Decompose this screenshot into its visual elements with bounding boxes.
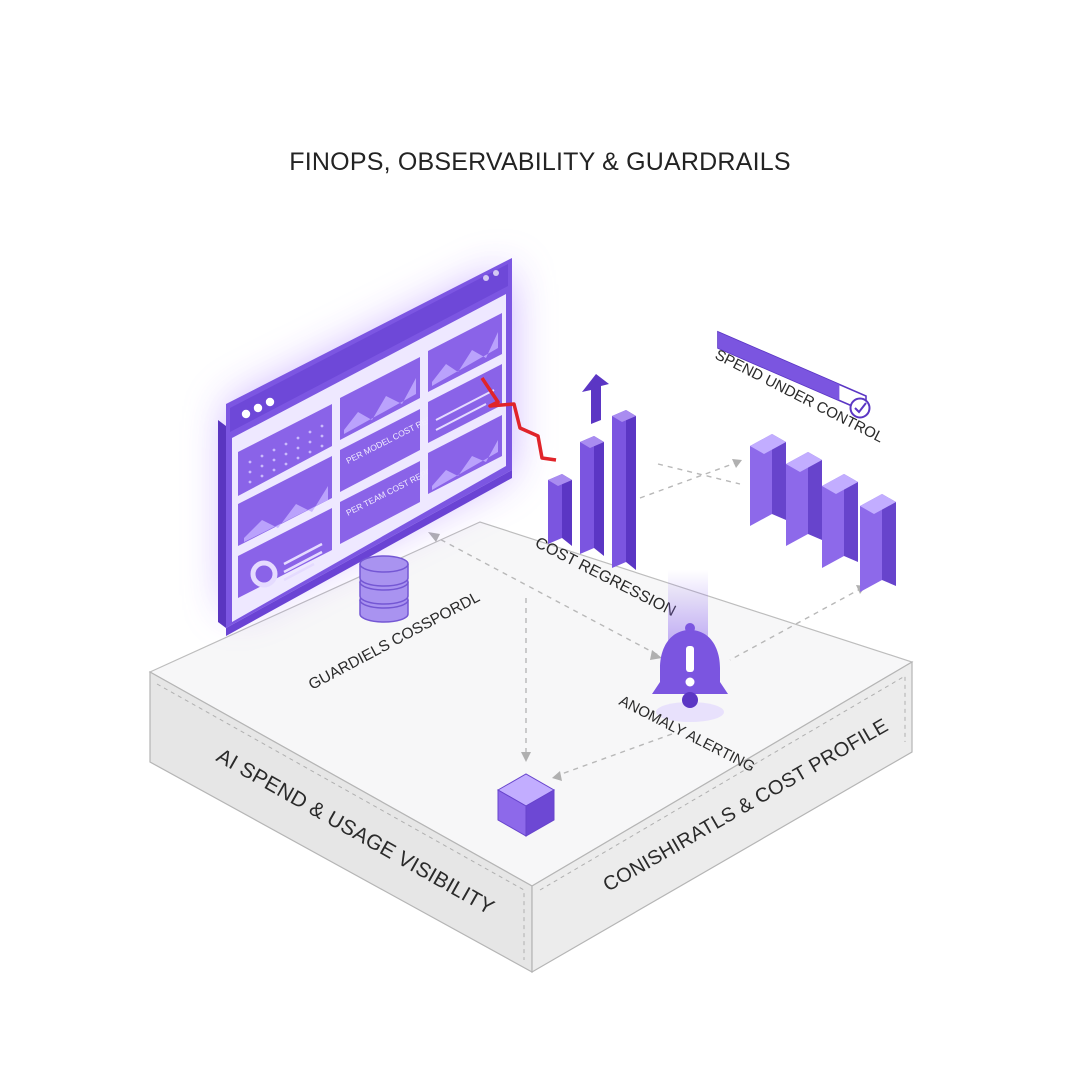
- regression-bar-2: [580, 436, 594, 554]
- anomaly-trace: [480, 377, 557, 462]
- page-title: FINOPS, OBSERVABILITY & GUARDRAILS: [289, 148, 791, 176]
- connectors: [431, 461, 863, 777]
- tile-per-team: [340, 461, 420, 544]
- platform-right-face: [531, 660, 913, 974]
- regression-bar-3: [612, 410, 626, 568]
- window-dot-1: [241, 409, 251, 419]
- alert-bell-icon: [652, 623, 728, 722]
- donut-chart: [250, 560, 278, 588]
- database-icon: [359, 555, 409, 623]
- tile-per-model: [340, 409, 420, 492]
- cost-regression-chart: [548, 374, 636, 570]
- spend-bar-4: [860, 494, 882, 592]
- window-dot-3: [265, 397, 275, 407]
- spend-progress-fill: [718, 332, 840, 401]
- tile-legend: [238, 508, 332, 598]
- spend-bar-2: [786, 452, 808, 546]
- window-dot-2: [253, 403, 263, 413]
- tile-reporting-small: [428, 364, 502, 443]
- spend-bars-group: [750, 434, 896, 592]
- dashboard-screen: PER MODEL COST REPORTING PER TEAM COST R…: [218, 258, 557, 636]
- spend-bar-1: [750, 434, 772, 526]
- spend-progress: [717, 330, 871, 419]
- alert-beam: [668, 570, 708, 648]
- regression-bar-1: [548, 474, 562, 544]
- cube-icon: [496, 773, 556, 837]
- up-arrow-icon: [582, 374, 609, 424]
- tile-dot-grid: [238, 404, 332, 496]
- spend-bar-3: [822, 474, 844, 568]
